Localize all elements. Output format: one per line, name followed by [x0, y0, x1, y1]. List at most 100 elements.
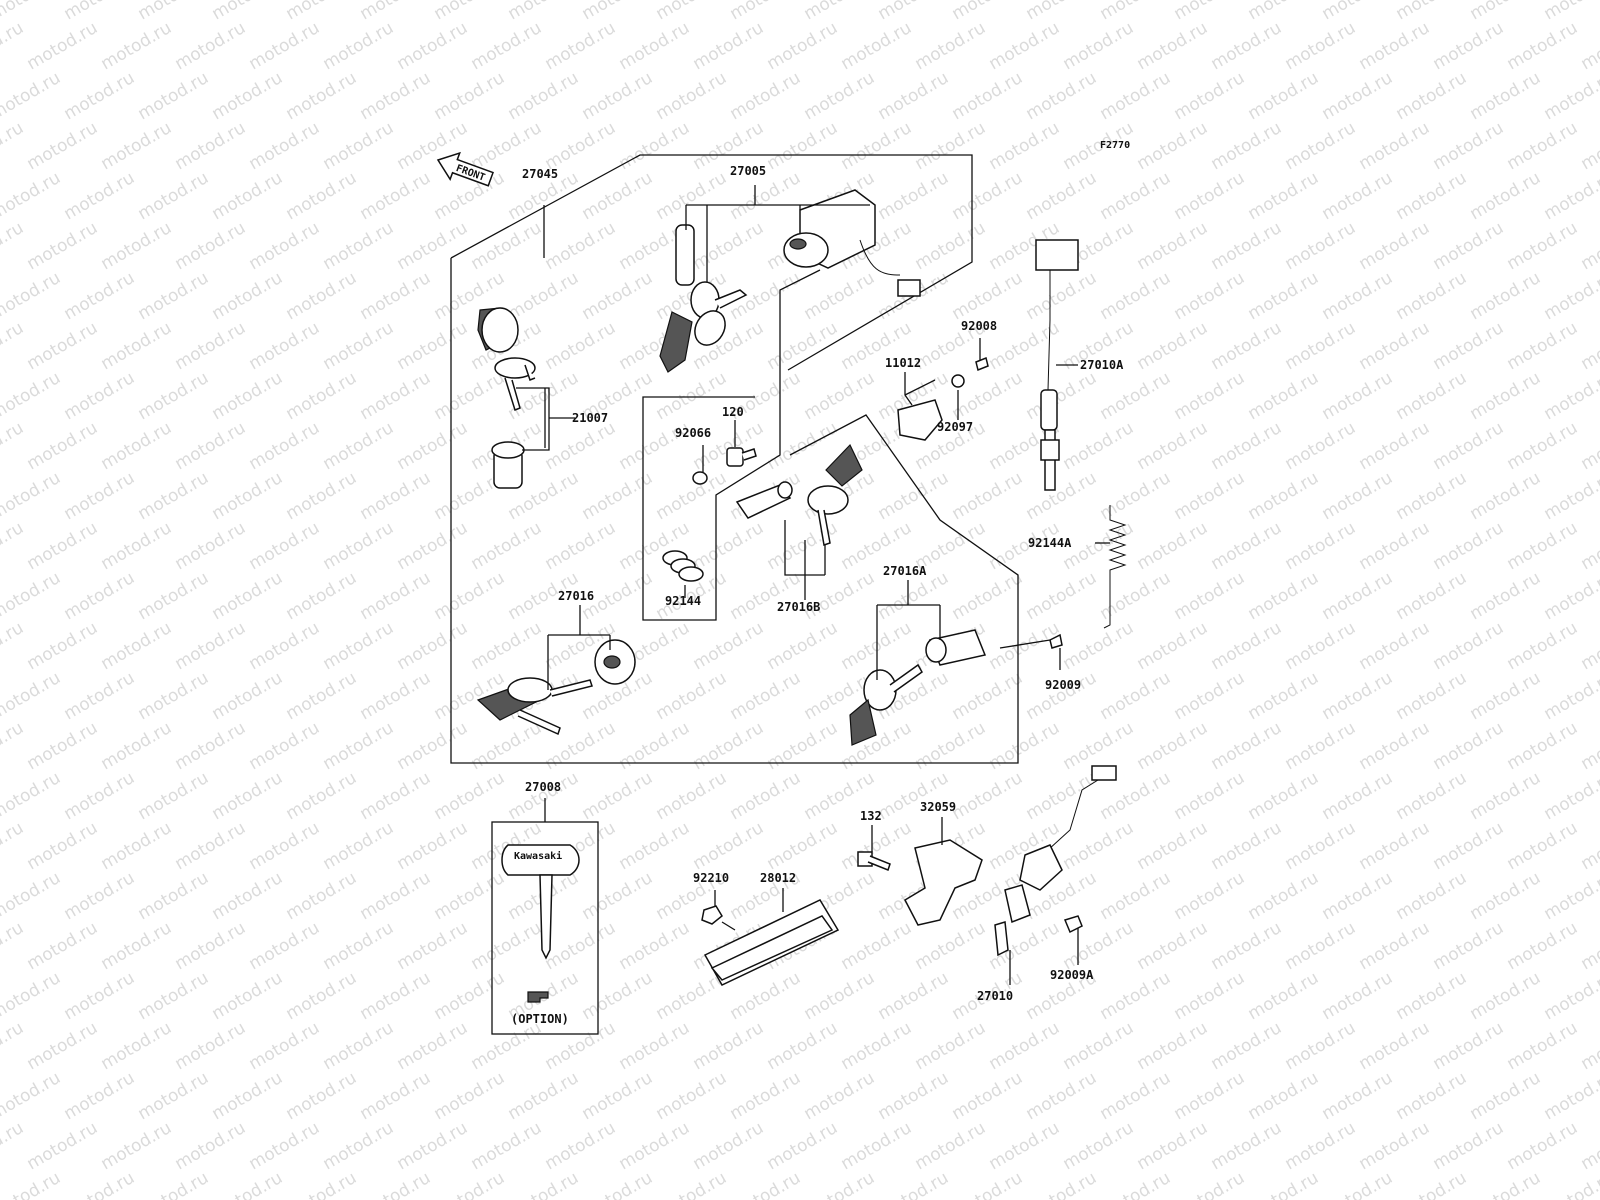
watermark-text: motod.ru — [1023, 168, 1101, 224]
watermark-text: motod.ru — [246, 1118, 324, 1174]
watermark-text: motod.ru — [875, 768, 953, 824]
watermark-text: motod.ru — [1245, 368, 1323, 424]
watermark-text: motod.ru — [1504, 318, 1582, 374]
label-28012: 28012 — [760, 871, 796, 885]
watermark-text: motod.ru — [468, 618, 546, 674]
watermark-text: motod.ru — [1171, 1068, 1249, 1124]
watermark-text: motod.ru — [283, 68, 361, 124]
watermark-text: motod.ru — [172, 918, 250, 974]
watermark-text: motod.ru — [283, 168, 361, 224]
label-27005: 27005 — [730, 164, 766, 178]
watermark-text: motod.ru — [1430, 1118, 1508, 1174]
watermark-text: motod.ru — [690, 1018, 768, 1074]
watermark-text: motod.ru — [135, 1068, 213, 1124]
watermark-text: motod.ru — [209, 168, 287, 224]
watermark-text: motod.ru — [61, 268, 139, 324]
seat-lock-21007 — [477, 307, 536, 489]
watermark-text: motod.ru — [61, 368, 139, 424]
watermark-text: motod.ru — [320, 718, 398, 774]
watermark-text: motod.ru — [1504, 518, 1582, 574]
watermark-text: motod.ru — [357, 0, 435, 24]
watermark-text: motod.ru — [653, 468, 731, 524]
watermark-text: motod.ru — [653, 0, 731, 24]
watermark-text: motod.ru — [320, 918, 398, 974]
watermark-text: motod.ru — [357, 568, 435, 624]
watermark-text: motod.ru — [1134, 818, 1212, 874]
watermark-text: motod.ru — [246, 918, 324, 974]
watermark-text: motod.ru — [1356, 18, 1434, 74]
watermark-text: motod.ru — [98, 518, 176, 574]
watermark-text: motod.ru — [135, 868, 213, 924]
watermark-text: motod.ru — [1097, 168, 1175, 224]
watermark-text: motod.ru — [0, 268, 64, 324]
watermark-text: motod.ru — [986, 1018, 1064, 1074]
watermark-text: motod.ru — [1541, 268, 1600, 324]
watermark-text: motod.ru — [653, 368, 731, 424]
watermark-text: motod.ru — [1541, 768, 1600, 824]
watermark-text: motod.ru — [135, 468, 213, 524]
watermark-text: motod.ru — [1208, 318, 1286, 374]
watermark-text: motod.ru — [1097, 268, 1175, 324]
watermark-text: motod.ru — [505, 268, 583, 324]
watermark-text: motod.ru — [579, 968, 657, 1024]
watermark-text: motod.ru — [542, 218, 620, 274]
watermark-text: motod.ru — [246, 18, 324, 74]
watermark-text: motod.ru — [357, 468, 435, 524]
watermark-text: motod.ru — [1282, 1018, 1360, 1074]
watermark-text: motod.ru — [61, 568, 139, 624]
watermark-text: motod.ru — [246, 318, 324, 374]
watermark-text: motod.ru — [246, 818, 324, 874]
watermark-text: motod.ru — [357, 368, 435, 424]
watermark-text: motod.ru — [1356, 518, 1434, 574]
watermark-text: motod.ru — [875, 968, 953, 1024]
watermark-text: motod.ru — [1208, 418, 1286, 474]
watermark-text: motod.ru — [1134, 18, 1212, 74]
watermark-text: motod.ru — [1282, 1118, 1360, 1174]
watermark-text: motod.ru — [690, 18, 768, 74]
watermark-text: motod.ru — [1060, 418, 1138, 474]
watermark-text: motod.ru — [690, 818, 768, 874]
watermark-text: motod.ru — [1171, 68, 1249, 124]
watermark-text: motod.ru — [801, 268, 879, 324]
watermark-text: motod.ru — [394, 718, 472, 774]
watermark-text: motod.ru — [949, 68, 1027, 124]
watermark-text: motod.ru — [0, 718, 27, 774]
watermark-text: motod.ru — [1356, 418, 1434, 474]
watermark-text: motod.ru — [542, 918, 620, 974]
watermark-text: motod.ru — [0, 68, 64, 124]
watermark-text: motod.ru — [616, 1018, 694, 1074]
watermark-text: motod.ru — [24, 818, 102, 874]
watermark-text: motod.ru — [283, 1168, 361, 1200]
label-27010A: 27010A — [1080, 358, 1124, 372]
watermark-text: motod.ru — [135, 268, 213, 324]
watermark-text: motod.ru — [172, 118, 250, 174]
watermark-text: motod.ru — [1097, 1068, 1175, 1124]
subkit-outline — [642, 269, 821, 621]
watermark-text: motod.ru — [135, 1168, 213, 1200]
watermark-text: motod.ru — [468, 118, 546, 174]
watermark-text: motod.ru — [727, 568, 805, 624]
watermark-text: motod.ru — [1430, 818, 1508, 874]
lock-assembly-27016 — [476, 639, 636, 736]
watermark-text: motod.ru — [801, 568, 879, 624]
watermark-text: motod.ru — [468, 918, 546, 974]
watermark-text: motod.ru — [320, 218, 398, 274]
label-120: 120 — [722, 405, 744, 419]
watermark-text: motod.ru — [172, 318, 250, 374]
watermark-text: motod.ru — [1319, 568, 1397, 624]
watermark-text: motod.ru — [172, 618, 250, 674]
watermark-text: motod.ru — [24, 1018, 102, 1074]
watermark-text: motod.ru — [1504, 18, 1582, 74]
watermark-text: motod.ru — [1097, 668, 1175, 724]
watermark-text: motod.ru — [246, 118, 324, 174]
label-27016A: 27016A — [883, 564, 927, 578]
watermark-text: motod.ru — [1023, 1068, 1101, 1124]
watermark-text: motod.ru — [912, 918, 990, 974]
watermark-text: motod.ru — [1578, 118, 1600, 174]
watermark-text: motod.ru — [838, 1118, 916, 1174]
watermark-text: motod.ru — [1245, 468, 1323, 524]
watermark-text: motod.ru — [283, 268, 361, 324]
watermark-text: motod.ru — [209, 1168, 287, 1200]
watermark-text: motod.ru — [505, 1068, 583, 1124]
watermark-text: motod.ru — [1023, 368, 1101, 424]
